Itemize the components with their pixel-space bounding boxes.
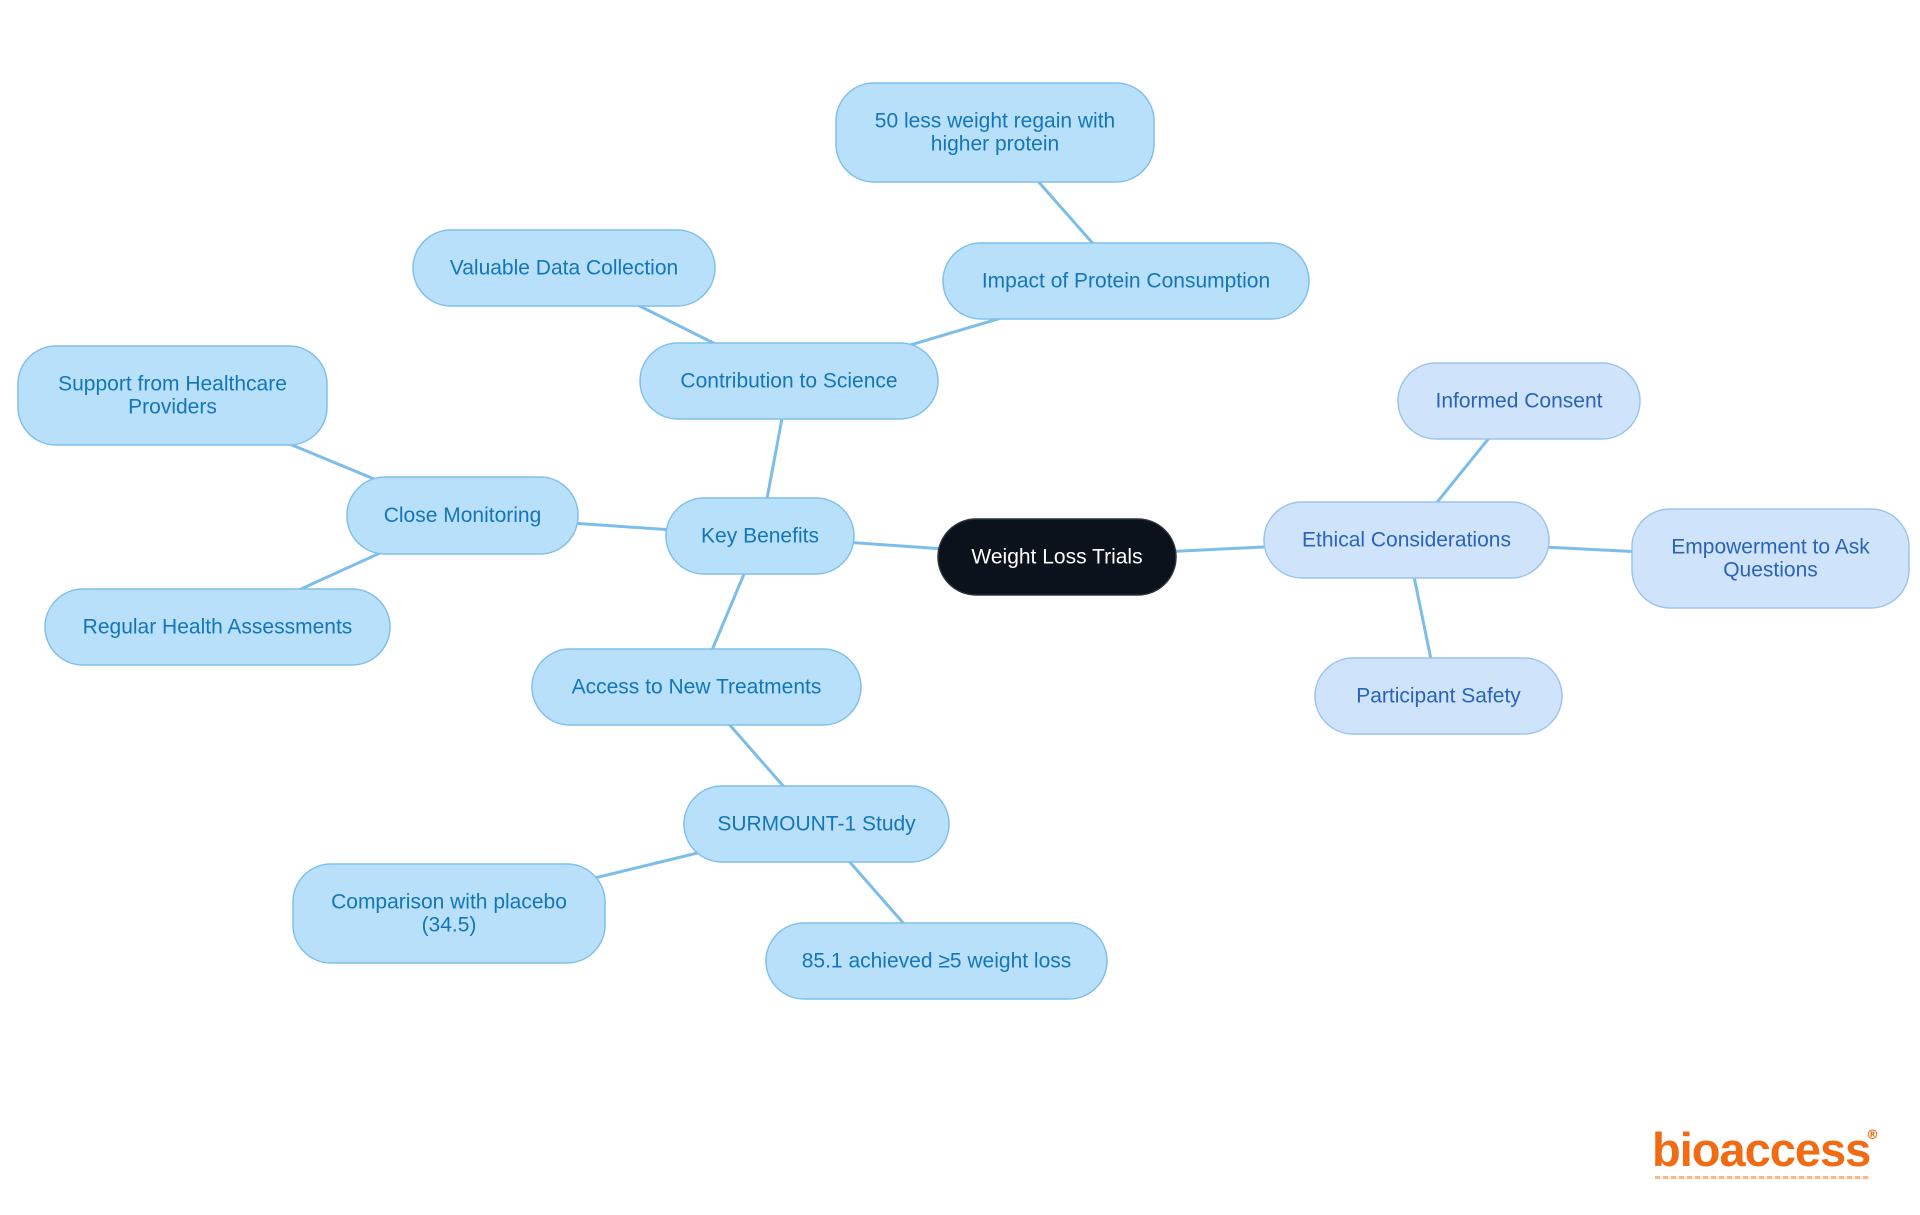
node-box (1263, 501, 1550, 579)
node-box (412, 229, 716, 307)
node-contribution[interactable]: Contribution to Science (639, 342, 939, 420)
nodes-layer: Weight Loss Trials Key Benefits Contributi… (17, 82, 1910, 1000)
node-label: 85.1 achieved ≥5 weight loss (802, 950, 1072, 973)
node-box (665, 497, 855, 575)
node-box (531, 648, 862, 726)
node-regular[interactable]: Regular Health Assessments (44, 588, 391, 666)
node-box (346, 476, 579, 555)
logo-wordmark: bioaccess (1652, 1123, 1871, 1176)
node-surmount[interactable]: SURMOUNT-1 Study (683, 785, 950, 863)
node-key-benefits[interactable]: Key Benefits (665, 497, 855, 575)
node-box (1397, 362, 1641, 440)
node-box (765, 922, 1108, 1000)
node-box (639, 342, 939, 420)
node-label: Empowerment to Ask (1671, 536, 1870, 559)
node-impact-protein[interactable]: Impact of Protein Consumption (942, 242, 1310, 320)
node-box (683, 785, 950, 863)
node-label: Regular Health Assessments (83, 616, 353, 639)
node-box (937, 518, 1177, 596)
node-box (1314, 657, 1563, 735)
node-label: Support from Healthcare (58, 373, 287, 396)
node-ethical[interactable]: Ethical Considerations (1263, 501, 1550, 579)
node-box (44, 588, 391, 666)
node-label: SURMOUNT-1 Study (717, 813, 916, 836)
node-root[interactable]: Weight Loss Trials (937, 518, 1177, 596)
node-label: (34.5) (422, 914, 477, 937)
node-box (292, 863, 606, 964)
node-box (942, 242, 1310, 320)
node-label: Comparison with placebo (331, 891, 567, 914)
node-label: Contribution to Science (680, 370, 897, 393)
node-label: Impact of Protein Consumption (982, 270, 1270, 293)
node-label: Providers (128, 396, 217, 419)
node-label: Valuable Data Collection (450, 257, 678, 280)
node-box (835, 82, 1155, 183)
node-comparison[interactable]: Comparison with placebo(34.5) (292, 863, 606, 964)
node-close-monitoring[interactable]: Close Monitoring (346, 476, 579, 555)
node-box (17, 345, 328, 446)
node-access[interactable]: Access to New Treatments (531, 648, 862, 726)
node-label: Informed Consent (1436, 390, 1603, 413)
node-label: 50 less weight regain with (875, 110, 1115, 133)
node-label: Key Benefits (701, 525, 819, 548)
node-safety[interactable]: Participant Safety (1314, 657, 1563, 735)
logo-registered-mark: ® (1866, 1128, 1879, 1143)
node-informed[interactable]: Informed Consent (1397, 362, 1641, 440)
node-label: Weight Loss Trials (971, 546, 1142, 569)
node-box (1631, 508, 1910, 609)
node-label: Access to New Treatments (572, 676, 822, 699)
bioaccess-logo: bioaccess ® (1652, 1126, 1882, 1186)
node-label: Ethical Considerations (1302, 529, 1511, 552)
node-valuable-data[interactable]: Valuable Data Collection (412, 229, 716, 307)
node-label: higher protein (931, 133, 1059, 156)
logo-tagline-graphic (1655, 1176, 1869, 1179)
node-achieved[interactable]: 85.1 achieved ≥5 weight loss (765, 922, 1108, 1000)
node-label: Close Monitoring (384, 504, 542, 527)
node-label: Participant Safety (1356, 685, 1521, 708)
node-label: Questions (1723, 559, 1818, 582)
